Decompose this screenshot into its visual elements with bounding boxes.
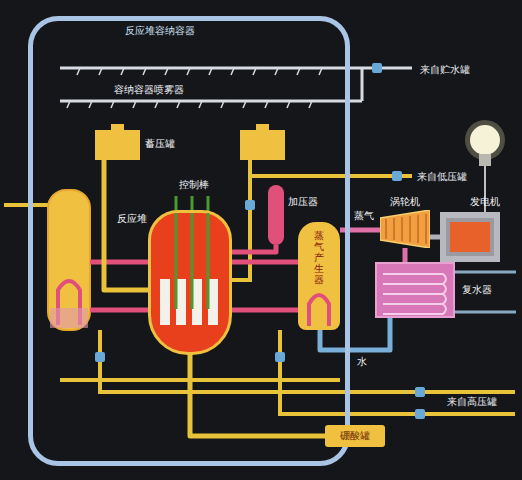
control-rod — [175, 213, 178, 309]
nozzle — [319, 68, 322, 75]
fuel-assembly — [160, 279, 170, 325]
nozzle — [199, 101, 202, 108]
valve — [95, 63, 425, 419]
condenser-coil — [383, 274, 446, 314]
steam-generator: 蒸气产生器 — [298, 222, 340, 330]
primary-loop — [90, 262, 148, 310]
accumulator-cap — [256, 124, 269, 131]
nozzle — [187, 68, 190, 75]
boric-acid-tank: 硼酸罐 — [325, 425, 385, 447]
pipe-connector — [232, 260, 298, 265]
turbine-blade — [409, 216, 411, 242]
nozzle — [165, 68, 168, 75]
reactor-vessel-shape — [151, 213, 229, 352]
bulb-base — [479, 154, 491, 166]
node-label: 发电机 — [470, 196, 500, 207]
steam-generator — [48, 190, 90, 330]
spray-nozzles — [67, 68, 322, 108]
pressurizer: 加压器 — [268, 185, 284, 245]
pipe-connector — [403, 248, 408, 262]
turbine-casing — [380, 210, 430, 248]
nozzle — [143, 68, 146, 75]
generator-core — [450, 222, 490, 252]
nozzle — [221, 101, 224, 108]
node-label: 加压器 — [288, 196, 318, 207]
nozzle — [89, 101, 92, 108]
flow-label: 蒸气 — [352, 210, 376, 221]
pipe-connector — [104, 160, 148, 290]
turbine: 涡轮机 — [380, 210, 430, 248]
u-tube — [309, 295, 329, 326]
node-label: 反应堆 — [117, 213, 147, 224]
node-label: 蓄压罐 — [145, 138, 175, 149]
pipe-connector — [430, 235, 440, 240]
nozzle — [111, 101, 114, 108]
source-label: 来自低压罐 — [415, 171, 469, 182]
injection-pipe — [4, 160, 515, 414]
condenser-shape — [377, 264, 453, 316]
nozzle — [177, 101, 180, 108]
accumulator-tank: 蓄压罐 — [95, 130, 140, 160]
nozzle — [309, 101, 312, 108]
tube-sheet — [50, 308, 88, 328]
node-label: 反应堆容纳容器 — [125, 25, 195, 36]
nozzle — [243, 101, 246, 108]
generator-shape — [446, 218, 494, 256]
pipe-connector — [190, 355, 325, 436]
containment-vessel: 蓄压罐反应堆 加压器蒸气产生器 反应堆容纳容器 — [28, 16, 350, 466]
rod-label: 控制棒 — [177, 179, 211, 190]
spray-pipe — [60, 68, 412, 101]
nozzle — [155, 101, 158, 108]
generator: 发电机 — [440, 212, 500, 262]
node-label: 涡轮机 — [390, 196, 420, 207]
flow-label: 水 — [355, 356, 369, 367]
turbine-blade — [385, 219, 387, 239]
nozzle — [287, 101, 290, 108]
condenser: 复水器 — [375, 262, 455, 318]
nozzle — [265, 101, 268, 108]
turbine-blade — [425, 214, 427, 244]
spray-label: 容纳容器喷雾器 — [112, 84, 186, 95]
turbine-blade — [401, 217, 403, 241]
nozzle — [133, 101, 136, 108]
turbine-blade — [417, 215, 419, 243]
turbine-shape — [380, 210, 430, 248]
node-label: 复水器 — [462, 284, 492, 295]
light-bulb — [470, 125, 500, 155]
reactor-vessel: 反应堆 — [148, 210, 232, 355]
nozzle — [297, 68, 300, 75]
nozzle — [209, 68, 212, 75]
nozzle — [121, 68, 124, 75]
nozzle — [231, 68, 234, 75]
node-label: 蒸气产生器 — [314, 230, 324, 285]
source-label: 来自高压罐 — [445, 396, 499, 407]
control-rod — [191, 213, 194, 309]
turbine-blade — [393, 218, 395, 240]
source-label: 来自贮水罐 — [418, 64, 472, 75]
cooling-water-pipe — [455, 272, 516, 312]
control-rod — [207, 213, 210, 309]
nozzle — [275, 68, 278, 75]
accumulator-tank — [240, 130, 285, 160]
pipe-connector — [232, 245, 276, 252]
nozzle — [67, 101, 70, 108]
nozzle — [99, 68, 102, 75]
pipe-connector — [232, 308, 298, 313]
nozzle — [77, 68, 80, 75]
node-label: 硼酸罐 — [340, 430, 370, 441]
nozzle — [253, 68, 256, 75]
